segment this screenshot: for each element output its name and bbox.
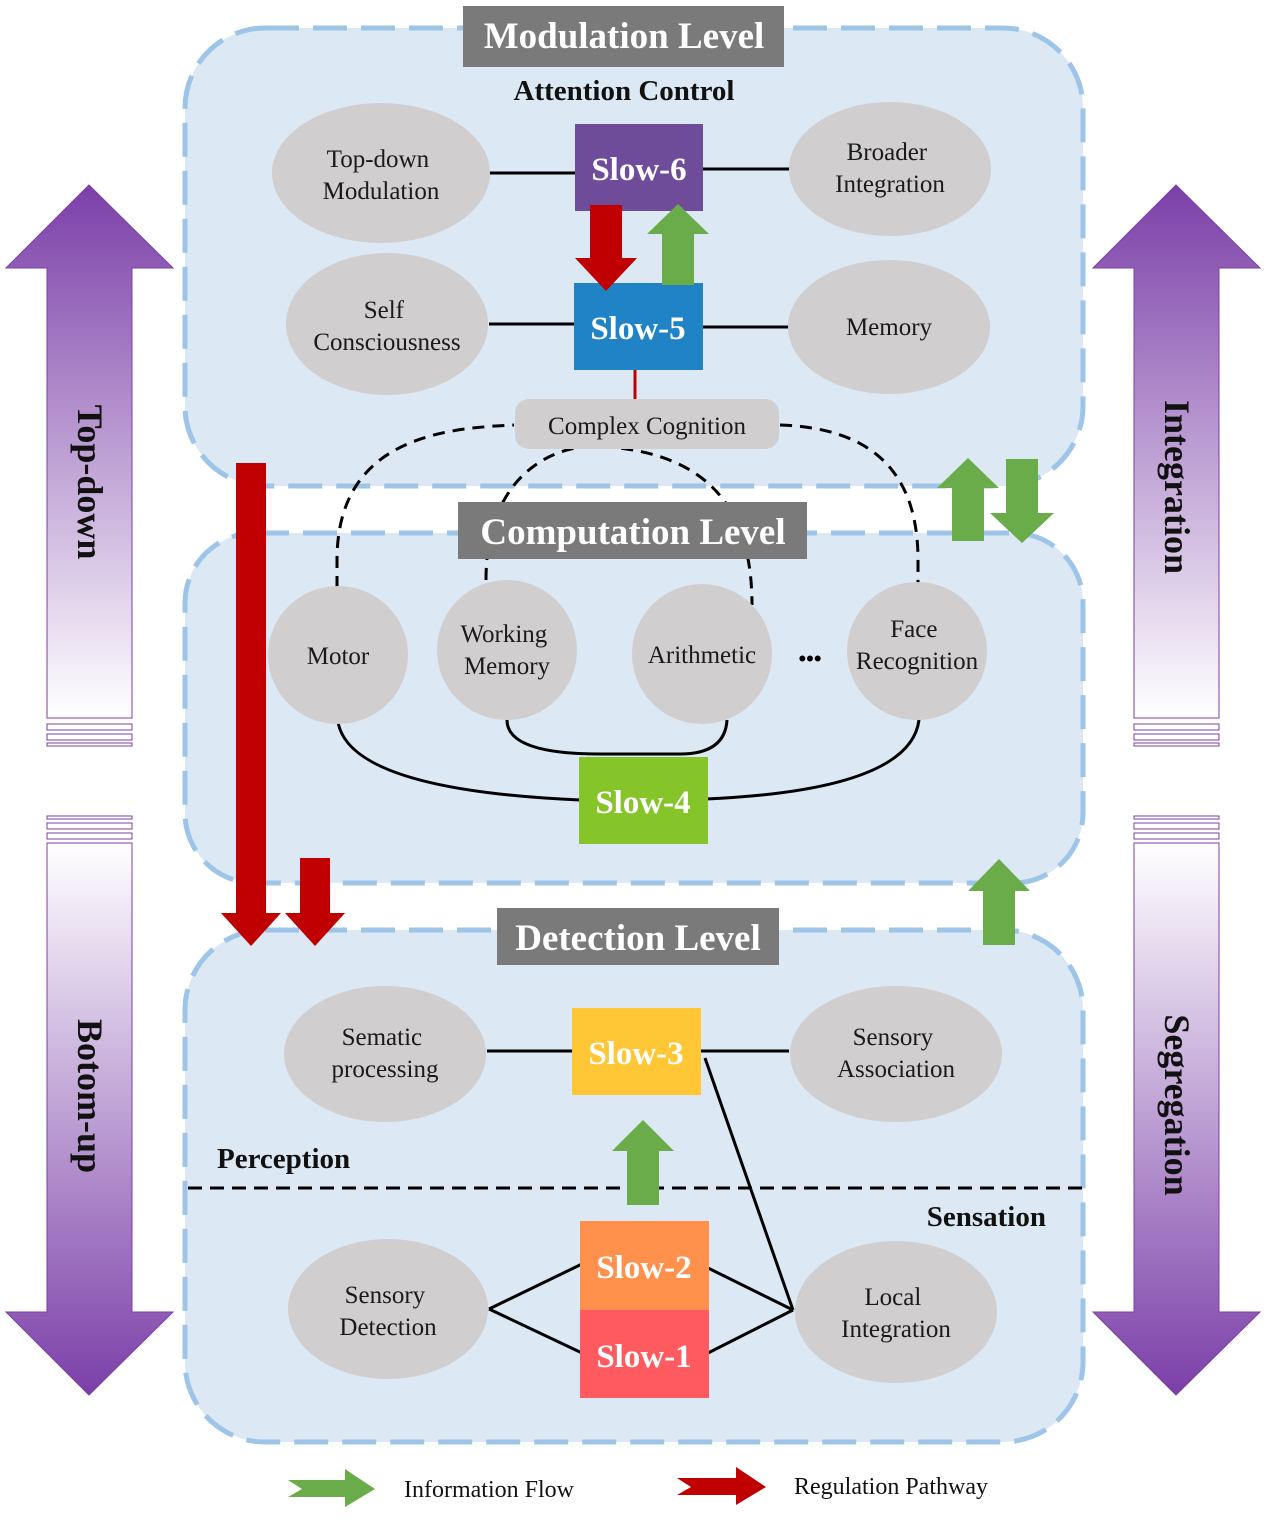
info-arrow-sensation-to-perception — [612, 1120, 674, 1205]
legend: Information Flow Regulation Pathway — [288, 1467, 988, 1507]
computation-level-box — [458, 502, 807, 559]
node-motor-label: Motor — [307, 643, 370, 670]
node-sensory-detection — [288, 1239, 488, 1379]
node-broader-integration — [789, 102, 991, 236]
bottomup-label: Botom-up — [70, 1019, 110, 1173]
node-sematic-processing — [284, 986, 486, 1122]
node-memory — [788, 260, 990, 394]
line-sensdet-slow1 — [488, 1307, 583, 1355]
integration-label: Integration — [1157, 400, 1197, 574]
detection-level-box — [497, 908, 779, 965]
node-face-recognition — [847, 582, 987, 720]
slow-6-label: Slow-6 — [591, 152, 686, 188]
node-local-integration — [795, 1241, 997, 1383]
dashed-arc-outer-left — [335, 423, 515, 588]
computation-level-title: Computation Level — [480, 512, 785, 553]
slow-1-box — [580, 1310, 709, 1398]
node-self-consciousness-label: Self Consciousness — [313, 297, 460, 356]
regulation-arrow-long — [221, 463, 281, 946]
node-motor — [268, 586, 408, 724]
topdown-label: Top-down — [70, 405, 110, 560]
info-arrow-detection-to-computation — [968, 859, 1030, 945]
node-sematic-processing-label: Sematic processing — [332, 1024, 439, 1083]
legend-regulation-label: Regulation Pathway — [794, 1474, 988, 1500]
node-arithmetic — [632, 584, 772, 724]
slow-2-label: Slow-2 — [596, 1250, 691, 1286]
regulation-arrow-short — [285, 858, 345, 946]
line-face-slow4 — [705, 719, 921, 801]
node-topdown-modulation — [272, 103, 490, 243]
node-memory-label: Memory — [846, 314, 933, 341]
node-working-memory-label: Working Memory — [460, 621, 553, 680]
segregation-side-arrow — [1091, 815, 1262, 1396]
integration-side-arrow — [1091, 184, 1262, 747]
slow-1-label: Slow-1 — [596, 1339, 691, 1375]
perception-label: Perception — [217, 1143, 350, 1175]
slow-3-label: Slow-3 — [588, 1036, 683, 1072]
node-complex-cognition — [515, 399, 779, 449]
sensation-label: Sensation — [927, 1201, 1046, 1233]
bottomup-side-arrow — [4, 815, 175, 1396]
segregation-label: Segregation — [1157, 1014, 1197, 1195]
line-wm-arith-slow4 — [505, 719, 729, 756]
detection-level-title: Detection Level — [515, 918, 761, 959]
info-arrow-modulation-to-computation — [990, 459, 1054, 543]
node-sensory-detection-label: Sensory Detection — [339, 1282, 437, 1341]
regulation-arrow-slow6-to-slow5 — [575, 205, 637, 291]
node-sensory-association-label: Sensory Association — [837, 1024, 956, 1083]
slow-6-box — [575, 124, 703, 211]
node-broader-integration-label: Broader Integration — [835, 139, 945, 198]
node-sensory-association — [790, 986, 1002, 1122]
node-complex-cognition-label: Complex Cognition — [548, 413, 746, 440]
info-arrow-computation-to-modulation — [937, 458, 999, 541]
line-sensdet-slow2 — [488, 1262, 583, 1311]
slow-3-box — [572, 1008, 701, 1095]
modulation-level-box — [463, 6, 784, 67]
slow-5-box — [574, 283, 703, 370]
node-local-integration-label: Local Integration — [841, 1284, 951, 1343]
slow-5-label: Slow-5 — [590, 311, 685, 347]
line-slow2-local — [707, 1266, 794, 1312]
node-topdown-modulation-label: Top-down Modulation — [323, 146, 440, 205]
info-arrow-slow5-to-slow6 — [647, 204, 709, 285]
line-slow3-local — [703, 1057, 795, 1311]
line-motor-slow4 — [336, 721, 581, 802]
node-working-memory — [437, 580, 577, 720]
slow-4-label: Slow-4 — [595, 785, 690, 821]
node-arithmetic-label: Arithmetic — [648, 642, 756, 669]
legend-regulation-arrow — [677, 1467, 766, 1505]
dashed-arc-outer-right — [779, 423, 920, 585]
legend-info-flow-label: Information Flow — [404, 1477, 575, 1503]
modulation-level-title: Modulation Level — [484, 16, 765, 57]
attention-control-label: Attention Control — [514, 75, 735, 107]
slow-2-box — [580, 1221, 709, 1310]
legend-info-flow-arrow — [288, 1469, 375, 1507]
topdown-side-arrow — [4, 184, 175, 747]
more-nodes-ellipsis: ••• — [798, 646, 821, 671]
node-face-recognition-label: Face Recognition — [856, 616, 979, 675]
connector-lines — [336, 167, 921, 1355]
line-slow1-local — [707, 1308, 794, 1355]
slow-4-box — [579, 757, 708, 844]
node-self-consciousness — [286, 253, 488, 395]
